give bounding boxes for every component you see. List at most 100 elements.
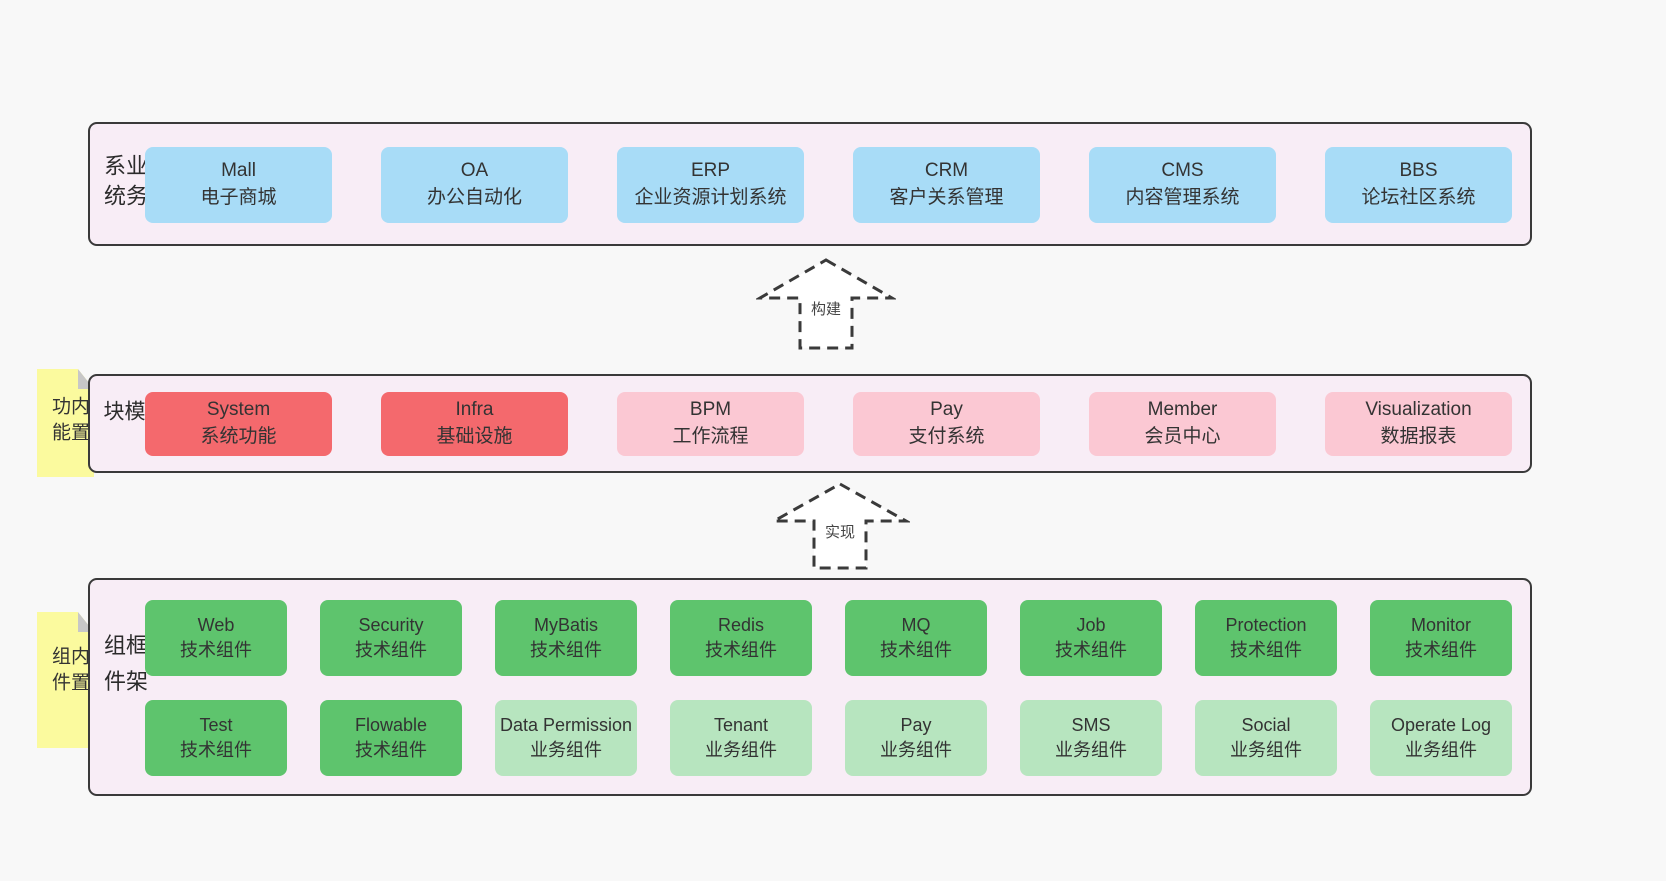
- box-mall: Mall 电子商城: [145, 147, 332, 223]
- box-subtitle: 技术组件: [705, 640, 777, 660]
- box-subtitle: 支付系统: [908, 426, 985, 447]
- box-mybatis: MyBatis 技术组件: [495, 600, 637, 676]
- box-subtitle: 办公自动化: [426, 187, 522, 208]
- build-arrow-icon: 构建: [756, 258, 896, 350]
- box-operate-log: Operate Log 业务组件: [1370, 700, 1512, 776]
- modules-boxes-row: System 系统功能 Infra 基础设施 BPM 工作流程 Pay 支付系统…: [145, 392, 1512, 456]
- box-subtitle: 基础设施: [436, 426, 513, 447]
- box-subtitle: 业务组件: [705, 740, 777, 760]
- box-title: Redis: [717, 615, 765, 636]
- box-title: CRM: [924, 160, 969, 182]
- box-subtitle: 技术组件: [180, 640, 252, 660]
- box-oa: OA 办公自动化: [381, 147, 568, 223]
- layer-common-modules: 通用模块 System 系统功能 Infra 基础设施 BPM 工作流程 Pay…: [88, 374, 1532, 473]
- box-subtitle: 业务组件: [530, 740, 602, 760]
- box-subtitle: 内容管理系统: [1125, 187, 1240, 208]
- components-row-2: Test 技术组件 Flowable 技术组件 Data Permission …: [145, 700, 1512, 776]
- box-title: Job: [1076, 615, 1106, 636]
- box-title: Tenant: [713, 715, 769, 736]
- sticky-note-builtin-components: 内置组件: [37, 612, 94, 748]
- box-subtitle: 业务组件: [1055, 740, 1127, 760]
- box-subtitle: 业务组件: [1405, 740, 1477, 760]
- box-subtitle: 技术组件: [180, 740, 252, 760]
- business-boxes-row: Mall 电子商城 OA 办公自动化 ERP 企业资源计划系统 CRM 客户关系…: [145, 147, 1512, 223]
- box-monitor: Monitor 技术组件: [1370, 600, 1512, 676]
- box-subtitle: 企业资源计划系统: [634, 187, 787, 208]
- box-title: Infra: [455, 399, 494, 421]
- layer-label-business-systems: 业务系统: [101, 154, 148, 214]
- box-title: Protection: [1225, 615, 1307, 636]
- box-subtitle: 业务组件: [1230, 740, 1302, 760]
- box-security: Security 技术组件: [320, 600, 462, 676]
- box-mq: MQ 技术组件: [845, 600, 987, 676]
- box-subtitle: 技术组件: [530, 640, 602, 660]
- box-protection: Protection 技术组件: [1195, 600, 1337, 676]
- box-title: BBS: [1399, 160, 1438, 182]
- implement-arrow-icon: 实现: [770, 482, 910, 570]
- box-subtitle: 技术组件: [1055, 640, 1127, 660]
- components-row-1: Web 技术组件 Security 技术组件 MyBatis 技术组件 Redi…: [145, 600, 1512, 676]
- box-social: Social 业务组件: [1195, 700, 1337, 776]
- box-pay-biz: Pay 业务组件: [845, 700, 987, 776]
- box-title: Web: [197, 615, 235, 636]
- box-title: Security: [358, 615, 424, 636]
- box-test: Test 技术组件: [145, 700, 287, 776]
- box-cms: CMS 内容管理系统: [1089, 147, 1276, 223]
- box-subtitle: 客户关系管理: [889, 187, 1004, 208]
- box-job: Job 技术组件: [1020, 600, 1162, 676]
- box-data-permission: Data Permission 业务组件: [495, 700, 637, 776]
- box-title: Member: [1147, 399, 1218, 421]
- box-bbs: BBS 论坛社区系统: [1325, 147, 1512, 223]
- box-erp: ERP 企业资源计划系统: [617, 147, 804, 223]
- box-redis: Redis 技术组件: [670, 600, 812, 676]
- layer-framework-components: 框架组件 Web 技术组件 Security 技术组件 MyBatis 技术组件…: [88, 578, 1532, 796]
- box-title: MQ: [901, 615, 931, 636]
- sticky-note-builtin-features: 内置功能: [37, 369, 94, 477]
- box-infra: Infra 基础设施: [381, 392, 568, 456]
- box-title: ERP: [690, 160, 731, 182]
- box-subtitle: 工作流程: [672, 426, 749, 447]
- box-crm: CRM 客户关系管理: [853, 147, 1040, 223]
- box-title: Test: [199, 715, 233, 736]
- box-title: BPM: [689, 399, 732, 421]
- box-title: Visualization: [1365, 399, 1472, 421]
- box-title: Mall: [221, 160, 256, 182]
- box-system: System 系统功能: [145, 392, 332, 456]
- box-title: Pay: [930, 399, 963, 421]
- box-visualization: Visualization 数据报表: [1325, 392, 1512, 456]
- box-subtitle: 技术组件: [1230, 640, 1302, 660]
- box-web: Web 技术组件: [145, 600, 287, 676]
- box-subtitle: 系统功能: [200, 426, 277, 447]
- box-subtitle: 数据报表: [1380, 426, 1457, 447]
- box-title: Social: [1241, 715, 1291, 736]
- box-title: Monitor: [1410, 615, 1472, 636]
- box-subtitle: 技术组件: [355, 640, 427, 660]
- box-pay: Pay 支付系统: [853, 392, 1040, 456]
- layer-business-systems: 业务系统 Mall 电子商城 OA 办公自动化 ERP 企业资源计划系统 CRM…: [88, 122, 1532, 246]
- box-tenant: Tenant 业务组件: [670, 700, 812, 776]
- box-subtitle: 技术组件: [1405, 640, 1477, 660]
- build-arrow-label: 构建: [811, 301, 841, 318]
- sticky-label: 内置功能: [49, 396, 89, 448]
- box-title: Pay: [900, 715, 932, 736]
- arrow-label-bg: [802, 298, 850, 320]
- box-sms: SMS 业务组件: [1020, 700, 1162, 776]
- box-title: Operate Log: [1390, 715, 1492, 736]
- box-subtitle: 技术组件: [880, 640, 952, 660]
- box-title: Data Permission: [499, 715, 633, 736]
- box-title: MyBatis: [533, 615, 598, 636]
- implement-arrow-label: 实现: [825, 524, 855, 541]
- box-subtitle: 技术组件: [355, 740, 427, 760]
- box-subtitle: 业务组件: [880, 740, 952, 760]
- box-subtitle: 论坛社区系统: [1361, 187, 1476, 208]
- box-title: Flowable: [354, 715, 428, 736]
- box-flowable: Flowable 技术组件: [320, 700, 462, 776]
- box-title: OA: [460, 160, 489, 182]
- box-subtitle: 电子商城: [200, 187, 277, 208]
- arrow-label-bg: [816, 521, 864, 543]
- box-member: Member 会员中心: [1089, 392, 1276, 456]
- layer-label-framework-components: 框架组件: [101, 633, 148, 706]
- box-title: CMS: [1161, 160, 1204, 182]
- box-subtitle: 会员中心: [1144, 426, 1221, 447]
